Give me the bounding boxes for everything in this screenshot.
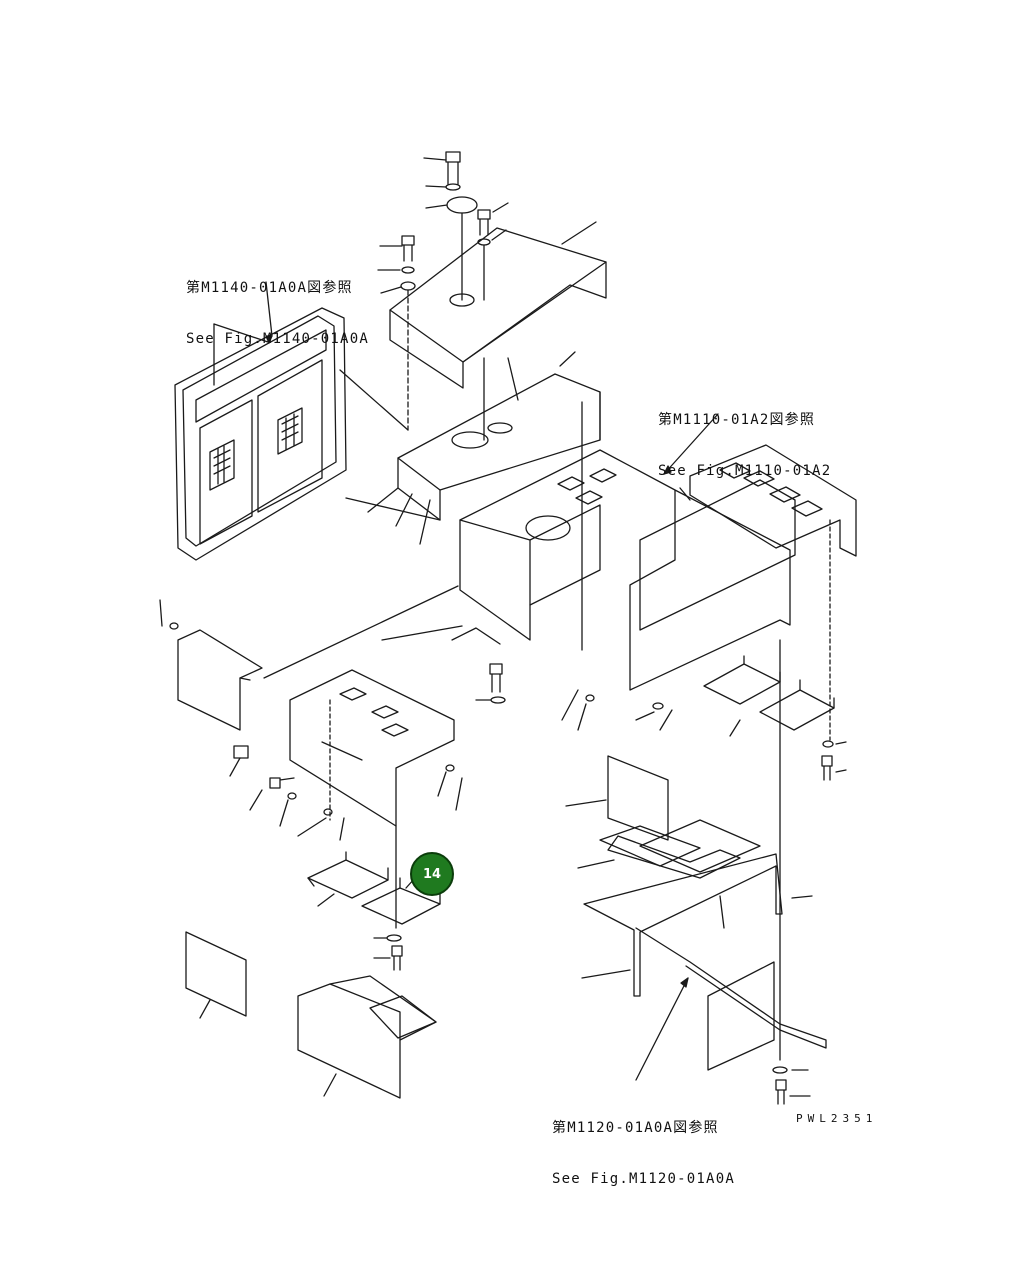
bottom-left-covers [185,931,437,1099]
drawing-code: PWL2351 [796,1112,878,1125]
right-brackets [703,655,847,781]
reference-label-m1120: 第M1120-01A0A図参照 See Fig.M1120-01A0A [552,1120,735,1187]
top-cover [389,221,607,389]
right-floor-frame [565,639,827,1105]
part-callout-14[interactable]: 14 [410,852,454,896]
floor-assembly [289,625,673,929]
top-fasteners [377,151,509,431]
left-door [174,281,409,561]
left-brackets [249,777,441,971]
main-frame [345,351,796,691]
right-top-panel [689,444,857,741]
reference-label-m1140: 第M1140-01A0A図参照 See Fig.M1140-01A0A [186,280,369,347]
reference-label-m1110: 第M1110-01A2図参照 See Fig.M1110-01A2 [658,412,832,479]
left-rear-panel [159,585,459,777]
callout-number: 14 [422,866,442,882]
